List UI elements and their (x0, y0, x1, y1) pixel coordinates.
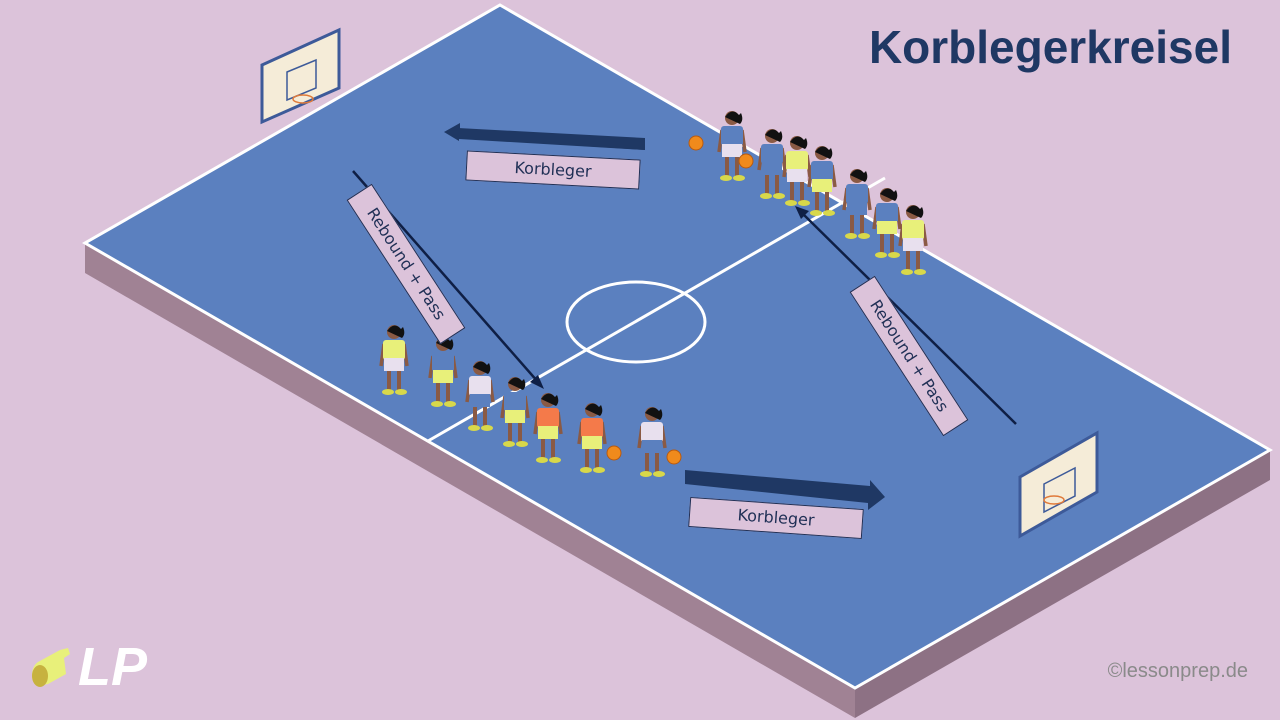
player-shorts (470, 394, 490, 407)
backboard-top-left (260, 27, 341, 125)
player-shorts (538, 426, 558, 439)
basketball-icon (738, 153, 754, 169)
player-shorts (812, 179, 832, 192)
player-shirt (581, 418, 603, 438)
player (688, 111, 747, 181)
player-shorts (433, 370, 453, 383)
player-shirt (761, 144, 783, 164)
player-shirt (432, 352, 454, 372)
player-shorts (877, 221, 897, 234)
player-shorts (787, 169, 807, 182)
player (577, 403, 622, 473)
player-shirt (902, 220, 924, 240)
player-shorts (582, 436, 602, 449)
player-shirt (641, 422, 663, 442)
arrow-korbleger-top (444, 123, 645, 150)
player-shorts (505, 410, 525, 423)
lessonprep-logo: LP (28, 637, 158, 700)
player (465, 361, 495, 431)
basketball-icon (666, 449, 682, 465)
player-shirt (469, 376, 491, 396)
page-title: Korblegerkreisel (868, 21, 1232, 73)
player (842, 169, 872, 239)
backboard-bottom-right (1018, 430, 1099, 539)
player-shirt (504, 392, 526, 412)
basketball-icon (688, 135, 704, 151)
player (533, 393, 563, 463)
player-shorts (762, 162, 782, 175)
copyright: ©lessonprep.de (1107, 660, 1248, 682)
logo-text: LP (78, 637, 148, 697)
court-side-left (85, 243, 855, 718)
player (379, 325, 409, 395)
player-shorts (847, 202, 867, 215)
arrow-rebound-right (795, 206, 1017, 425)
court-surface (81, 3, 1274, 690)
player-shirt (721, 126, 743, 146)
players (379, 111, 928, 477)
player-shirt (786, 151, 808, 171)
whistle-icon (32, 648, 70, 687)
player (898, 205, 928, 275)
player (637, 407, 682, 477)
player-shorts (722, 144, 742, 157)
court-side-right (855, 450, 1270, 718)
player-shirt (846, 184, 868, 204)
basketball-icon (606, 445, 622, 461)
player (500, 377, 530, 447)
player (872, 188, 902, 258)
player (807, 146, 837, 216)
player-shorts (384, 358, 404, 371)
player (782, 136, 812, 206)
player-shorts (642, 440, 662, 453)
center-circle (565, 280, 707, 364)
player-shirt (876, 203, 898, 223)
arrow-korbleger-bottom (685, 470, 885, 510)
player-shirt (811, 161, 833, 181)
player-shorts (903, 238, 923, 251)
player-shirt (383, 340, 405, 360)
player-shirt (537, 408, 559, 428)
